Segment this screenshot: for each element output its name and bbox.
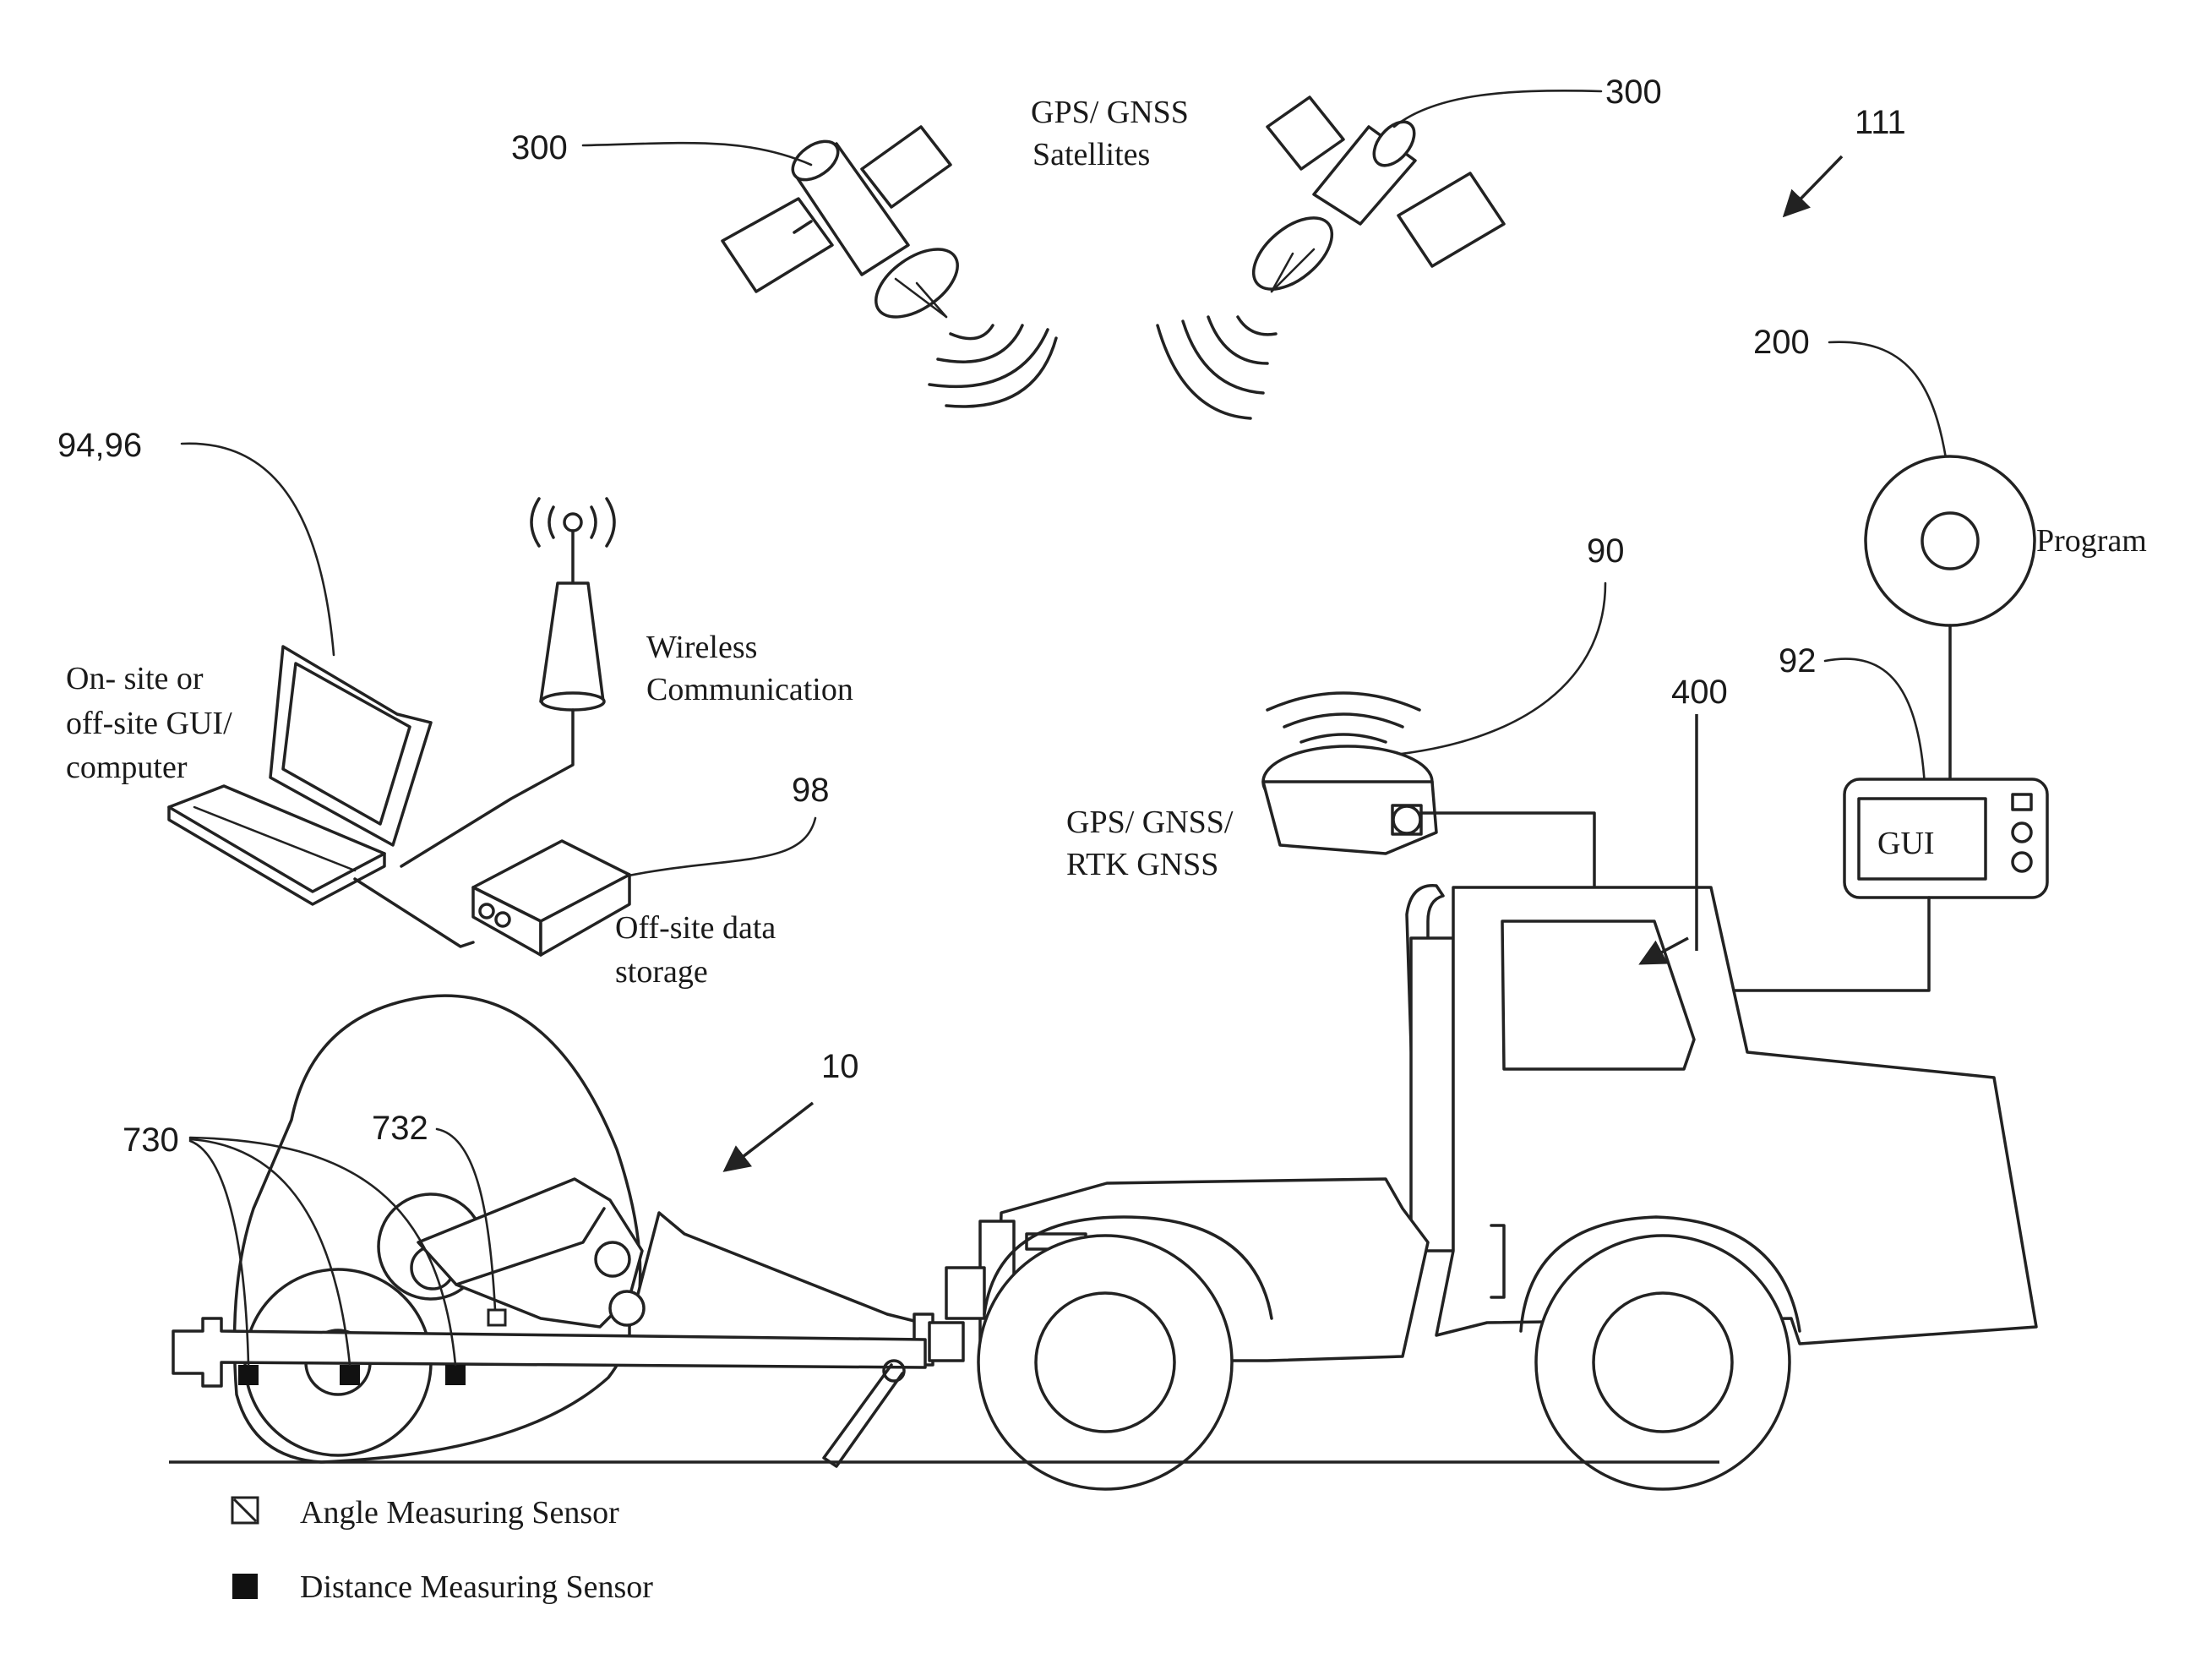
gps-receiver-icon (1263, 693, 1436, 854)
laptop-icon (169, 647, 431, 904)
satellites-caption-line2: Satellites (1032, 137, 1150, 172)
storage-caption-line2: storage (615, 954, 708, 990)
distance-sensor-icon (238, 1365, 259, 1385)
ref-200: 200 (1753, 324, 1810, 361)
truck-icon (946, 886, 2036, 1489)
ref-10: 10 (821, 1048, 859, 1085)
satellites-caption-line1: GPS/ GNSS (1031, 95, 1189, 130)
angle-sensor-icon (488, 1310, 505, 1325)
ref-90: 90 (1587, 532, 1625, 570)
storage-box-icon (473, 841, 629, 955)
legend: Angle Measuring Sensor Distance Measurin… (232, 1495, 653, 1605)
arrow-icon (1784, 156, 1842, 216)
ref-400: 400 (1671, 674, 1728, 711)
storage-caption-line1: Off-site data (615, 910, 776, 946)
ref-732: 732 (372, 1110, 428, 1147)
arrow-icon (725, 1103, 813, 1171)
satellite-icon (1158, 97, 1504, 418)
receiver-caption-line2: RTK GNSS (1066, 847, 1218, 882)
program-caption: Program (2036, 523, 2147, 559)
distance-sensor-icon (445, 1365, 466, 1385)
legend-distance-sensor: Distance Measuring Sensor (300, 1569, 653, 1605)
disc-icon (1866, 456, 2035, 625)
ref-98: 98 (792, 772, 830, 809)
ref-300-left: 300 (511, 129, 568, 166)
satellite-icon (722, 127, 1056, 407)
ref-300-right: 300 (1605, 74, 1662, 111)
computer-caption-line1: On- site or (66, 661, 204, 696)
computer-caption-line3: computer (66, 750, 188, 785)
distance-sensor-icon (340, 1365, 360, 1385)
wireless-caption-line2: Communication (646, 672, 853, 707)
computer-caption-line2: off-site GUI/ (66, 706, 232, 741)
receiver-caption-line1: GPS/ GNSS/ (1066, 805, 1234, 840)
ref-94-96: 94,96 (57, 427, 142, 464)
wireless-caption-line1: Wireless (646, 630, 757, 665)
ref-111: 111 (1855, 104, 1906, 141)
ref-92: 92 (1779, 642, 1817, 679)
ref-730: 730 (123, 1121, 179, 1159)
antenna-icon (531, 499, 614, 710)
gui-device-icon (1844, 779, 2047, 898)
distance-sensor-legend-icon (232, 1574, 258, 1599)
legend-angle-sensor: Angle Measuring Sensor (300, 1495, 619, 1531)
gui-screen-label: GUI (1877, 826, 1935, 861)
